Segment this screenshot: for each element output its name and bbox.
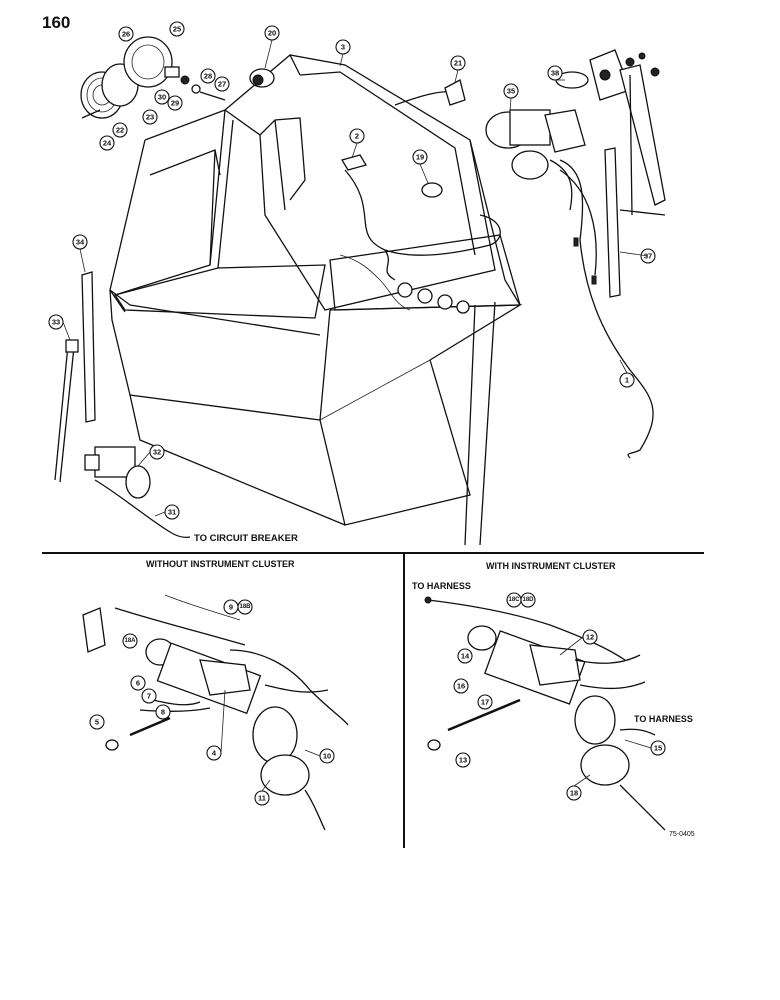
svg-text:20: 20 [268,29,276,38]
callout-38: 38 [547,65,563,81]
svg-text:33: 33 [52,318,60,327]
svg-text:26: 26 [122,30,130,39]
svg-text:24: 24 [103,139,112,148]
callout-18d: 18D [520,592,536,608]
svg-text:32: 32 [153,448,161,457]
svg-text:30: 30 [158,93,166,102]
callout-15: 15 [650,740,666,756]
callout-31: 31 [164,504,180,520]
label-to-circuit-breaker: TO CIRCUIT BREAKER [194,533,298,544]
callout-1: 1 [619,372,635,388]
svg-text:19: 19 [416,153,424,162]
svg-text:8: 8 [161,708,165,717]
svg-text:29: 29 [171,99,179,108]
leader-lines [62,39,652,792]
svg-text:27: 27 [218,80,226,89]
svg-text:4: 4 [212,749,217,758]
svg-text:38: 38 [551,69,559,78]
illustration-number: 75-0405 [669,831,695,838]
with-cluster-assembly [424,596,666,831]
page-number: 160 [42,13,70,32]
callout-18: 18 [566,785,582,801]
svg-text:11: 11 [258,794,266,803]
svg-text:35: 35 [507,87,515,96]
callout-9: 9 [223,599,239,615]
svg-text:18A: 18A [124,638,136,644]
svg-text:23: 23 [146,113,154,122]
front-wiper-assembly [54,271,191,538]
svg-text:13: 13 [459,756,467,765]
callout-17: 17 [477,694,493,710]
svg-text:7: 7 [147,692,151,701]
svg-text:9: 9 [229,603,233,612]
callout-12: 12 [582,629,598,645]
callout-16: 16 [453,678,469,694]
svg-text:18B: 18B [239,604,251,610]
svg-text:1: 1 [625,376,629,385]
callout-22: 22 [112,122,128,138]
callout-18a: 18A [122,633,138,649]
svg-text:10: 10 [323,752,331,761]
svg-text:34: 34 [76,238,85,247]
callout-18c: 18C [506,592,522,608]
svg-text:6: 6 [136,679,140,688]
svg-text:12: 12 [586,633,594,642]
svg-text:28: 28 [204,72,212,81]
callout-2: 2 [349,128,365,144]
callout-20: 20 [264,25,280,41]
callout-19: 19 [412,149,428,165]
label-to-harness-right: TO HARNESS [634,714,693,724]
callout-26: 26 [118,26,134,42]
svg-text:3: 3 [341,43,345,52]
svg-text:15: 15 [654,744,662,753]
cab-assembly [109,54,523,546]
svg-text:16: 16 [457,682,465,691]
svg-text:2: 2 [355,132,359,141]
callout-18b: 18B [237,599,253,615]
svg-text:37: 37 [644,252,652,261]
callout-5: 5 [89,714,105,730]
svg-text:18D: 18D [522,597,534,603]
callout-23: 23 [142,109,158,125]
heading-with-cluster: WITH INSTRUMENT CLUSTER [486,561,616,571]
svg-text:21: 21 [454,59,462,68]
svg-text:14: 14 [461,652,470,661]
callout-7: 7 [141,688,157,704]
callout-13: 13 [455,752,471,768]
work-light-assembly [80,36,226,119]
label-to-harness-top: TO HARNESS [412,581,471,591]
callout-8: 8 [155,704,171,720]
callout-10: 10 [319,748,335,764]
svg-text:17: 17 [481,698,489,707]
callout-14: 14 [457,648,473,664]
svg-text:22: 22 [116,126,124,135]
callout-11: 11 [254,790,270,806]
callout-25: 25 [169,21,185,37]
svg-text:25: 25 [173,25,181,34]
rear-wiper-assembly [485,49,666,459]
without-cluster-assembly [82,594,349,831]
callout-35: 35 [503,83,519,99]
callout-27: 27 [214,76,230,92]
callout-4: 4 [206,745,222,761]
callout-32: 32 [149,444,165,460]
callout-6: 6 [130,675,146,691]
svg-text:18: 18 [570,789,578,798]
callout-30: 30 [154,89,170,105]
callout-28: 28 [200,68,216,84]
callout-21: 21 [450,55,466,71]
callout-3: 3 [335,39,351,55]
heading-without-cluster: WITHOUT INSTRUMENT CLUSTER [146,559,295,569]
callout-37: 37 [640,248,656,264]
svg-text:31: 31 [168,508,176,517]
svg-text:18C: 18C [508,597,520,603]
callout-33: 33 [48,314,64,330]
callout-29: 29 [167,95,183,111]
callout-34: 34 [72,234,88,250]
callout-24: 24 [99,135,115,151]
svg-text:5: 5 [95,718,99,727]
